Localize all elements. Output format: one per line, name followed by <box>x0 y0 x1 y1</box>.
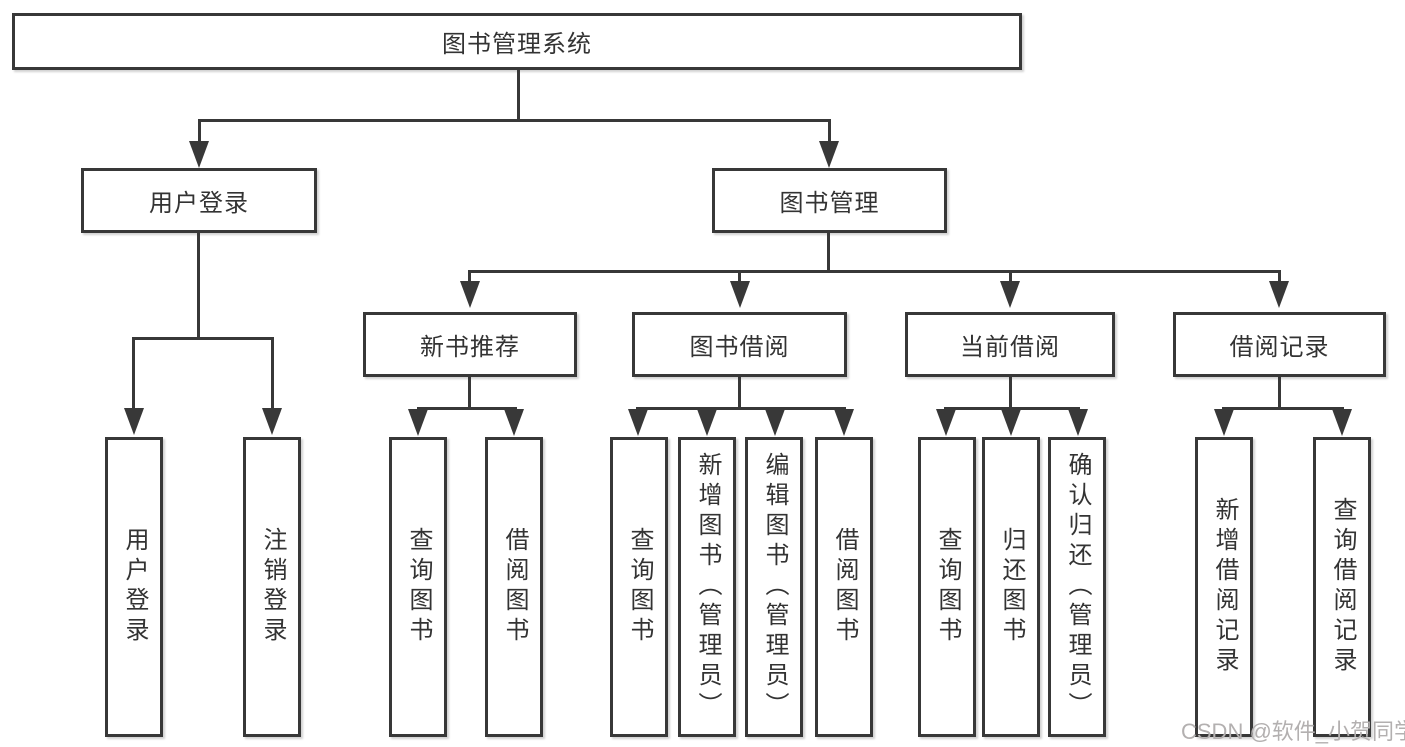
connector-line <box>468 270 1281 273</box>
connector-line <box>636 407 846 410</box>
arrow-down-icon <box>1001 409 1021 436</box>
node-user-login-label: 用户登录 <box>149 190 249 217</box>
node-add-borrow-record: 新增借阅记录 <box>1195 437 1253 737</box>
arrow-down-icon <box>819 141 839 168</box>
node-book-management-label: 图书管理 <box>779 190 880 217</box>
node-query-books-borrow-label: 查询图书 <box>626 527 653 647</box>
node-book-borrowing: 图书借阅 <box>632 312 847 377</box>
node-edit-books-admin-label: 编辑图书（管理员） <box>761 452 788 722</box>
node-query-books-current: 查询图书 <box>918 437 976 737</box>
connector-line <box>198 119 831 122</box>
arrow-down-icon <box>189 141 209 168</box>
arrow-down-icon <box>1269 281 1289 308</box>
node-query-books-recommend-label: 查询图书 <box>405 527 432 647</box>
node-logout-action-label: 注销登录 <box>259 527 286 647</box>
connector-line <box>738 377 741 410</box>
node-borrowing-records-label: 借阅记录 <box>1229 334 1330 361</box>
node-confirm-return-admin-label: 确认归还（管理员） <box>1064 452 1091 722</box>
node-login-action: 用户登录 <box>105 437 163 737</box>
connector-line <box>1009 270 1012 284</box>
node-borrow-books-label: 借阅图书 <box>831 527 858 647</box>
arrow-down-icon <box>1332 409 1352 436</box>
node-borrow-books-recommend: 借阅图书 <box>485 437 543 737</box>
arrow-down-icon <box>504 409 524 436</box>
arrow-down-icon <box>628 409 648 436</box>
arrow-down-icon <box>765 409 785 436</box>
connector-line <box>828 119 831 147</box>
node-query-books-recommend: 查询图书 <box>389 437 447 737</box>
node-borrow-books-recommend-label: 借阅图书 <box>501 527 528 647</box>
connector-line <box>197 233 200 340</box>
connector-line <box>1222 407 1344 410</box>
node-login-action-label: 用户登录 <box>121 527 148 647</box>
node-query-books-borrow: 查询图书 <box>610 437 668 737</box>
node-edit-books-admin: 编辑图书（管理员） <box>745 437 803 737</box>
node-add-borrow-record-label: 新增借阅记录 <box>1211 497 1238 677</box>
connector-line <box>198 119 201 147</box>
node-logout-action: 注销登录 <box>243 437 301 737</box>
connector-line <box>517 70 520 122</box>
connector-line <box>468 377 471 410</box>
node-book-borrowing-label: 图书借阅 <box>689 334 790 361</box>
arrow-down-icon <box>730 281 750 308</box>
csdn-watermark: CSDN @软件_小贺同学 <box>1181 719 1405 744</box>
node-new-book-recommend-label: 新书推荐 <box>420 334 520 361</box>
node-confirm-return-admin: 确认归还（管理员） <box>1048 437 1106 737</box>
node-book-management: 图书管理 <box>712 168 947 233</box>
arrow-down-icon <box>697 409 717 436</box>
connector-line <box>827 233 830 273</box>
node-return-books: 归还图书 <box>982 437 1040 737</box>
connector-line <box>132 337 274 340</box>
arrow-down-icon <box>408 409 428 436</box>
arrow-down-icon <box>1214 409 1234 436</box>
arrow-down-icon <box>1068 409 1088 436</box>
arrow-down-icon <box>1000 281 1020 308</box>
node-query-books-current-label: 查询图书 <box>934 527 961 647</box>
arrow-down-icon <box>124 408 144 435</box>
node-root-label: 图书管理系统 <box>442 31 592 58</box>
connector-line <box>1009 377 1012 410</box>
node-query-borrow-record-label: 查询借阅记录 <box>1329 497 1356 677</box>
arrow-down-icon <box>262 408 282 435</box>
node-current-borrowing-label: 当前借阅 <box>960 334 1060 361</box>
connector-line <box>1278 270 1281 284</box>
connector-line <box>417 407 517 410</box>
node-return-books-label: 归还图书 <box>998 527 1025 647</box>
node-query-borrow-record: 查询借阅记录 <box>1313 437 1371 737</box>
node-borrowing-records: 借阅记录 <box>1173 312 1386 377</box>
node-user-login: 用户登录 <box>81 168 317 233</box>
node-current-borrowing: 当前借阅 <box>905 312 1115 377</box>
arrow-down-icon <box>936 409 956 436</box>
connector-line <box>738 270 741 284</box>
connector-line <box>132 337 135 412</box>
connector-line <box>468 270 471 284</box>
node-new-book-recommend: 新书推荐 <box>363 312 577 377</box>
connector-line <box>944 407 1080 410</box>
connector-line <box>271 337 274 412</box>
arrow-down-icon <box>834 409 854 436</box>
connector-line <box>1278 377 1281 410</box>
node-add-books-admin-label: 新增图书（管理员） <box>694 452 721 722</box>
node-root: 图书管理系统 <box>12 13 1022 70</box>
node-borrow-books: 借阅图书 <box>815 437 873 737</box>
arrow-down-icon <box>460 281 480 308</box>
node-add-books-admin: 新增图书（管理员） <box>678 437 736 737</box>
